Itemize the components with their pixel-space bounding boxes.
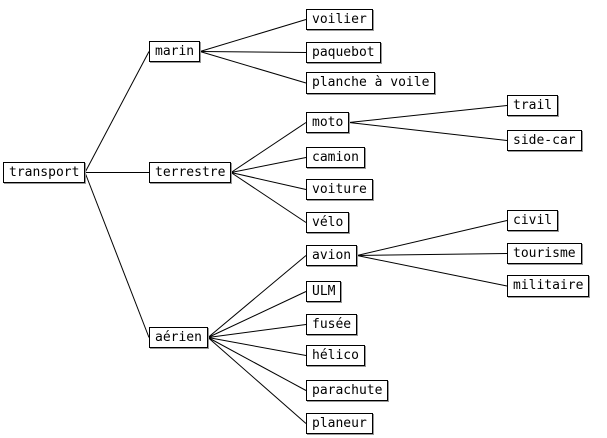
node-trail: trail: [507, 95, 559, 116]
node-militaire: militaire: [507, 275, 590, 297]
link-avion-militaire: [356, 255, 508, 287]
node-side-car: side-car: [507, 130, 582, 151]
link-marin-planche: [199, 51, 307, 84]
node-avion: avion: [306, 245, 358, 266]
link-moto-sidecar: [348, 122, 508, 141]
node-tourisme: tourisme: [507, 243, 582, 264]
node-voiture: voiture: [306, 179, 373, 200]
node-civil: civil: [507, 210, 559, 231]
link-terrestre-moto: [230, 122, 307, 173]
node-marin: marin: [149, 41, 201, 62]
node-planeur: planeur: [306, 413, 373, 434]
node-terrestre: terrestre: [149, 162, 232, 183]
node-parachute: parachute: [306, 380, 389, 401]
node-camion: camion: [306, 147, 365, 168]
node-aerien: aérien: [149, 327, 208, 348]
link-aerien-avion: [207, 255, 307, 338]
link-marin-voilier: [199, 19, 307, 52]
link-aerien-fusee: [207, 324, 307, 338]
node-velo: vélo: [306, 212, 350, 233]
link-transport-aerien: [84, 172, 150, 338]
node-ulm: ULM: [306, 281, 342, 302]
node-voilier: voilier: [306, 9, 373, 30]
link-aerien-planeur: [207, 337, 307, 424]
link-aerien-helico: [207, 337, 307, 356]
link-terrestre-camion: [230, 157, 307, 173]
node-fusee: fusée: [306, 314, 358, 335]
node-planche-a-voile: planche à voile: [306, 72, 436, 94]
node-transport: transport: [3, 162, 86, 183]
link-aerien-ulm: [207, 291, 307, 338]
link-aerien-parachute: [207, 337, 307, 391]
node-helico: hélico: [306, 345, 365, 366]
link-terrestre-velo: [230, 172, 307, 223]
link-transport-marin: [84, 51, 150, 173]
node-moto: moto: [306, 112, 350, 133]
link-terrestre-voiture: [230, 172, 307, 190]
link-avion-civil: [356, 220, 508, 256]
link-moto-trail: [348, 105, 508, 123]
node-paquebot: paquebot: [306, 42, 381, 63]
link-marin-paquebot: [199, 51, 307, 53]
link-avion-tourisme: [356, 253, 508, 256]
